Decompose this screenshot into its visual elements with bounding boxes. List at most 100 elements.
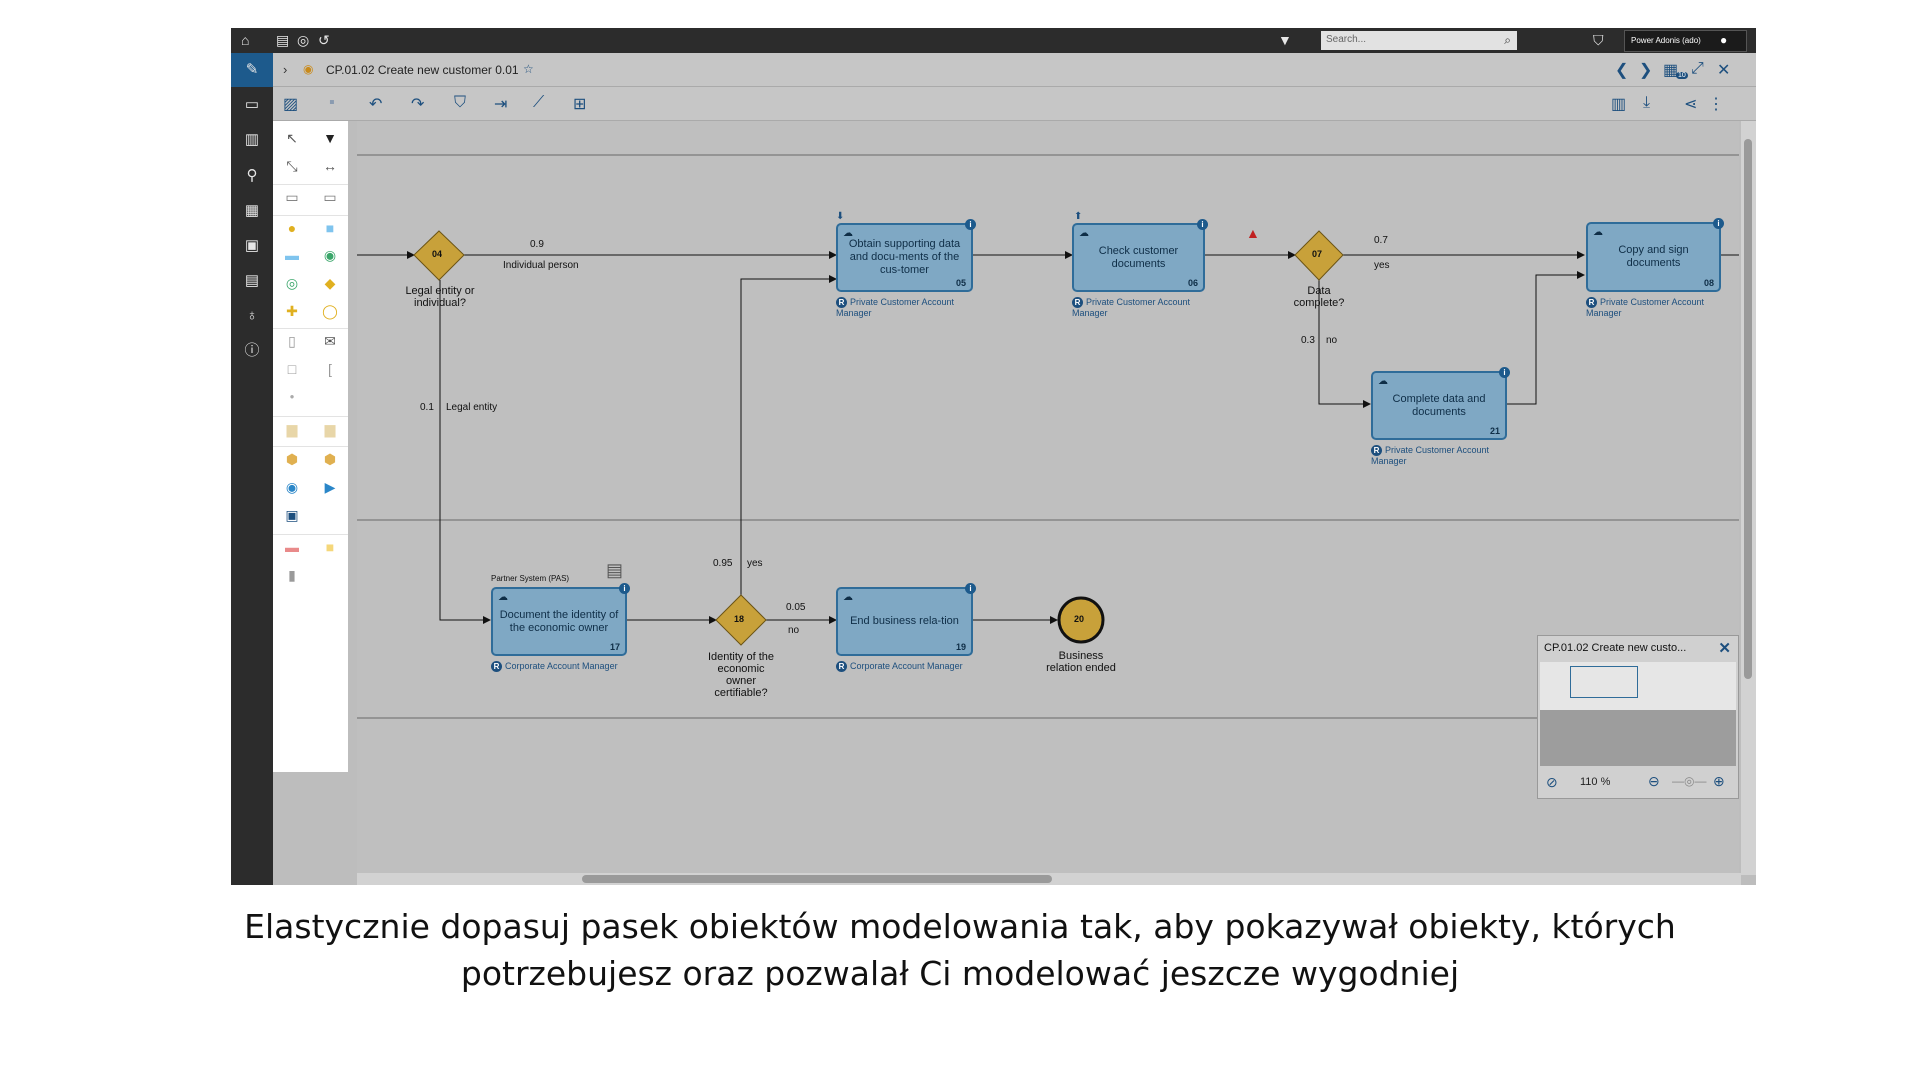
- redo-icon[interactable]: ↷: [411, 96, 425, 113]
- message-event-icon[interactable]: ◉: [323, 247, 337, 263]
- book-icon[interactable]: ▥: [244, 131, 260, 148]
- data-input-icon[interactable]: ▆: [324, 421, 336, 437]
- scroll-thumb[interactable]: [582, 875, 1052, 883]
- shield-icon[interactable]: ⛉: [1593, 32, 1604, 48]
- star-icon[interactable]: ☆: [523, 62, 534, 76]
- info-icon[interactable]: i: [1713, 218, 1724, 229]
- gateway-07[interactable]: [1294, 230, 1344, 281]
- horizontal-scrollbar[interactable]: [357, 873, 1741, 885]
- home-icon[interactable]: ⌂: [241, 32, 250, 48]
- maximize-icon[interactable]: ⤢: [1691, 60, 1704, 77]
- pencil-icon[interactable]: ✎: [245, 61, 259, 78]
- info-icon[interactable]: i: [1197, 219, 1208, 230]
- requirement-icon[interactable]: ▬: [285, 539, 299, 555]
- export-icon[interactable]: ⇥: [494, 96, 508, 113]
- info-icon[interactable]: ⓘ: [244, 342, 260, 359]
- gateway-18[interactable]: [715, 594, 767, 646]
- task-19[interactable]: ☁ End business rela-tion 19 i: [836, 583, 976, 656]
- document-icon[interactable]: ▤: [276, 32, 290, 48]
- task-06[interactable]: ☁ Check customer documents 06 i: [1072, 219, 1208, 292]
- zoom-slider[interactable]: —◎—: [1672, 774, 1707, 788]
- flow-18-05[interactable]: [740, 275, 837, 595]
- task-17[interactable]: ☁ Document the identity of the economic …: [491, 583, 630, 656]
- subprocess-icon[interactable]: ▬: [285, 247, 299, 263]
- tabs-icon[interactable]: ▦: [1663, 62, 1679, 79]
- chevron-right-icon[interactable]: ›: [283, 62, 288, 77]
- group-icon[interactable]: □: [287, 361, 297, 377]
- search-icon[interactable]: ⌕: [1504, 33, 1511, 47]
- chevron-right-icon[interactable]: ❯: [1639, 62, 1653, 79]
- zoom-in-icon[interactable]: ⊕: [1713, 773, 1725, 789]
- scroll-thumb[interactable]: [1744, 139, 1752, 679]
- history-icon[interactable]: ↺: [318, 32, 330, 48]
- lightbulb-icon[interactable]: ♁: [246, 307, 258, 324]
- task-icon[interactable]: ■: [325, 220, 335, 236]
- table-icon[interactable]: ▦: [244, 202, 260, 219]
- parallel-gateway-icon[interactable]: ✚: [286, 303, 298, 319]
- search-input[interactable]: Search... ⌕: [1321, 31, 1517, 50]
- start-event-icon[interactable]: ●: [287, 220, 297, 236]
- note-icon[interactable]: ■: [325, 539, 335, 555]
- download-icon[interactable]: ⤓: [1643, 94, 1651, 111]
- user-icon: ●: [1720, 33, 1728, 47]
- task-05[interactable]: ☁ Obtain supporting data and docu-ments …: [836, 219, 976, 292]
- connect-icon[interactable]: ⤡: [286, 158, 298, 174]
- more-icon[interactable]: ⋮: [1708, 96, 1724, 113]
- gateway-icon[interactable]: ◆: [324, 275, 336, 291]
- annotation-icon[interactable]: [: [328, 361, 332, 377]
- task-21[interactable]: ☁ Complete data and documents 21 i: [1371, 367, 1510, 440]
- monitor-icon[interactable]: ▭: [244, 96, 260, 113]
- intermediate-event-icon[interactable]: ◎: [285, 275, 299, 291]
- book-icon[interactable]: ▥: [1611, 96, 1627, 113]
- other-object-icon[interactable]: ▮: [288, 567, 296, 583]
- diagram-canvas[interactable]: [357, 121, 1739, 875]
- play-icon[interactable]: ▶: [324, 479, 336, 495]
- pool-icon[interactable]: ▭: [285, 189, 299, 205]
- image-icon[interactable]: ▨: [283, 96, 299, 113]
- info-icon[interactable]: i: [619, 583, 630, 594]
- data-store-icon[interactable]: ▆: [286, 421, 298, 437]
- flow-07-21[interactable]: [1318, 280, 1371, 408]
- info-icon[interactable]: i: [965, 219, 976, 230]
- message-object-icon[interactable]: ✉: [324, 333, 336, 349]
- present-icon[interactable]: ⊞: [573, 96, 587, 113]
- zoom-out-icon[interactable]: ⊖: [1648, 773, 1660, 789]
- vertical-scrollbar[interactable]: [1741, 121, 1756, 875]
- user-menu[interactable]: Power Adonis (ado) ●: [1624, 30, 1747, 52]
- task-08[interactable]: ☁ Copy and sign documents 08 i: [1586, 218, 1724, 292]
- close-icon[interactable]: ✕: [1718, 640, 1731, 657]
- pointer-icon[interactable]: ↖: [286, 130, 298, 146]
- flow-21-08[interactable]: [1507, 271, 1585, 405]
- spacing-icon[interactable]: ↔: [323, 158, 337, 174]
- end-event-icon[interactable]: ◯: [322, 303, 338, 319]
- control-icon[interactable]: ⬢: [323, 451, 337, 467]
- gateway-04[interactable]: [413, 230, 465, 281]
- application-icon[interactable]: ▣: [285, 507, 299, 523]
- zoom-fit-icon[interactable]: ⊘: [1546, 774, 1558, 790]
- zoom-level[interactable]: 110 %: [1580, 776, 1611, 788]
- point-icon[interactable]: ●: [289, 392, 295, 401]
- filter-icon[interactable]: ▼: [323, 130, 337, 146]
- report-icon[interactable]: ▤: [244, 272, 260, 289]
- navigator-minimap[interactable]: [1540, 662, 1736, 710]
- chart-icon[interactable]: ⟋: [533, 94, 545, 111]
- end-event-20[interactable]: [1057, 596, 1105, 644]
- close-icon[interactable]: ✕: [1717, 62, 1731, 79]
- chevron-left-icon[interactable]: ❮: [1615, 62, 1629, 79]
- save-icon[interactable]: ▪: [329, 94, 335, 111]
- flow-04-17[interactable]: [439, 280, 491, 624]
- viewport-frame[interactable]: [1570, 666, 1638, 698]
- lane-icon[interactable]: ▭: [323, 189, 337, 205]
- share-icon[interactable]: ⋖: [1684, 96, 1698, 113]
- info-icon[interactable]: i: [965, 583, 976, 594]
- info-icon[interactable]: i: [1499, 367, 1510, 378]
- global-search-icon[interactable]: ◎: [297, 32, 310, 48]
- risk-icon[interactable]: ⬢: [285, 451, 299, 467]
- id-card-icon[interactable]: ▣: [244, 237, 260, 254]
- search-icon[interactable]: ⚲: [246, 167, 258, 184]
- target-icon[interactable]: ◉: [285, 479, 299, 495]
- document-object-icon[interactable]: ▯: [288, 333, 296, 349]
- undo-icon[interactable]: ↶: [369, 96, 383, 113]
- filter-icon[interactable]: ▼: [1278, 32, 1292, 48]
- shield-check-icon[interactable]: ⛉: [454, 94, 467, 111]
